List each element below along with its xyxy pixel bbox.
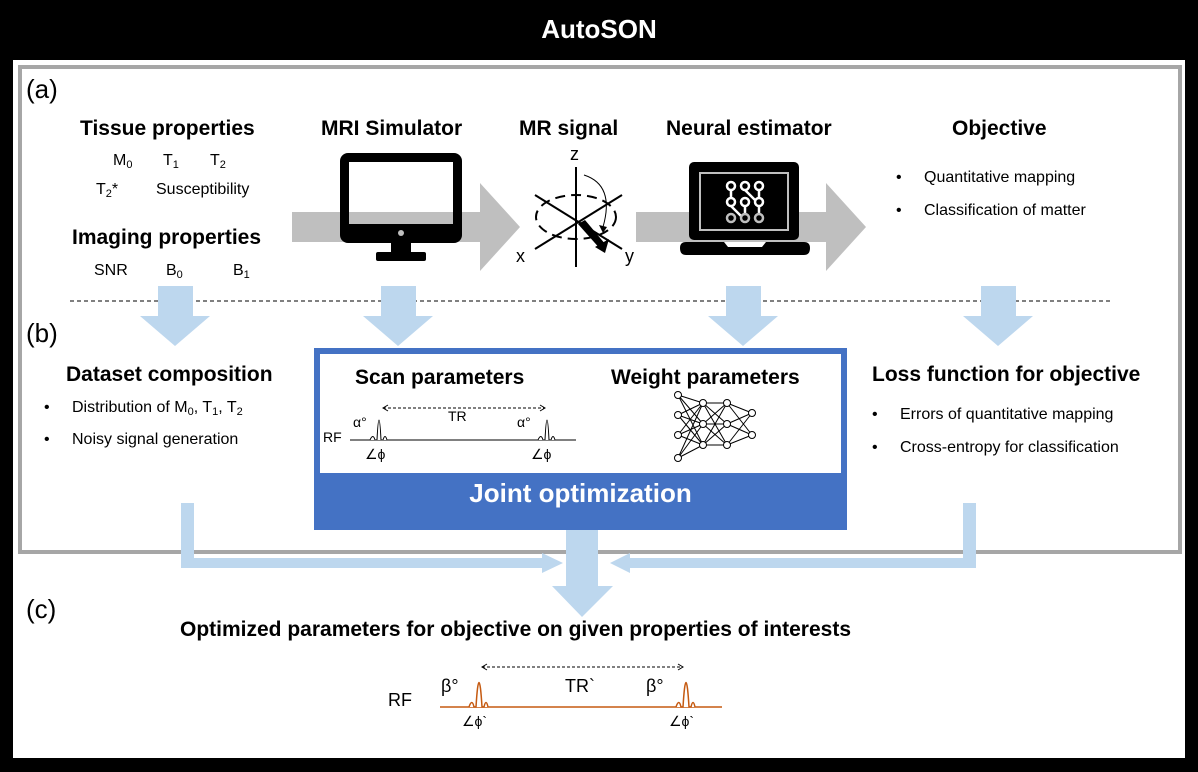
merge-arrow-left bbox=[181, 503, 563, 573]
nn-node bbox=[723, 441, 731, 449]
flip-angle-c-2: β° bbox=[646, 676, 664, 696]
tissue-t2: T2 bbox=[210, 152, 226, 171]
nn-edge bbox=[726, 434, 753, 446]
panel-label-a: (a) bbox=[26, 74, 58, 104]
down-arrow-scan bbox=[363, 286, 433, 346]
phase-b-2: ∠ϕ bbox=[531, 446, 552, 462]
rf-label-b: RF bbox=[323, 429, 342, 445]
joint-optimization-label: Joint optimization bbox=[469, 478, 692, 508]
nn-node bbox=[748, 409, 756, 417]
loss-heading: Loss function for objective bbox=[872, 363, 1141, 386]
laptop-neural-icon bbox=[680, 162, 810, 255]
nn-node bbox=[723, 399, 731, 407]
loss-bullet-2: •Cross-entropy for classification bbox=[872, 439, 1119, 456]
tr-label-c: TR` bbox=[565, 676, 595, 696]
nn-edge bbox=[702, 402, 728, 446]
nn-node bbox=[674, 411, 682, 419]
loss-bullet-1: •Errors of quantitative mapping bbox=[872, 406, 1114, 423]
dataset-bullet-2: •Noisy signal generation bbox=[44, 431, 239, 448]
dataset-bullet-1: •Distribution of M0, T1, T2 bbox=[44, 399, 243, 418]
objective-bullet-1: •Quantitative mapping bbox=[896, 169, 1076, 186]
rf-sequence-optimized bbox=[440, 663, 722, 708]
tr-label-b: TR bbox=[448, 408, 467, 424]
nn-edge bbox=[677, 423, 704, 459]
nn-edge bbox=[702, 423, 728, 446]
tissue-m0: M0 bbox=[113, 152, 133, 171]
nn-node bbox=[699, 441, 707, 449]
nn-node bbox=[699, 420, 707, 428]
nn-node bbox=[674, 454, 682, 462]
imaging-snr: SNR bbox=[94, 262, 128, 279]
axis-y-label: y bbox=[625, 246, 634, 266]
flip-angle-b-1: α° bbox=[353, 414, 367, 430]
dataset-heading: Dataset composition bbox=[66, 363, 273, 386]
objective-bullet-2: •Classification of matter bbox=[896, 202, 1086, 219]
nn-edge bbox=[677, 444, 704, 459]
axis-x-label: x bbox=[516, 246, 525, 266]
optimized-heading: Optimized parameters for objective on gi… bbox=[180, 618, 851, 641]
signal-heading: MR signal bbox=[519, 117, 619, 140]
nn-node bbox=[674, 431, 682, 439]
tissue-t2star: T2* bbox=[96, 181, 119, 200]
tissue-heading: Tissue properties bbox=[80, 117, 255, 140]
tissue-susceptibility: Susceptibility bbox=[156, 181, 250, 198]
rf-label-c: RF bbox=[388, 690, 412, 710]
objective-heading: Objective bbox=[952, 117, 1047, 140]
down-arrow-dataset bbox=[140, 286, 210, 346]
nn-edge bbox=[677, 402, 704, 436]
nn-node bbox=[723, 420, 731, 428]
monitor-icon bbox=[340, 153, 462, 261]
phase-c-1: ∠ϕ` bbox=[462, 713, 488, 729]
nn-node bbox=[748, 431, 756, 439]
nn-node bbox=[699, 399, 707, 407]
imaging-b0: B0 bbox=[166, 262, 183, 281]
rf-sequence-scan bbox=[350, 404, 576, 441]
nn-node bbox=[674, 391, 682, 399]
nn-edge bbox=[726, 412, 753, 425]
nn-edge bbox=[702, 402, 728, 425]
nn-edge bbox=[677, 434, 704, 446]
down-arrow-weight bbox=[708, 286, 778, 346]
nn-edge bbox=[677, 402, 704, 459]
merge-arrow-down bbox=[552, 530, 613, 617]
weight-heading: Weight parameters bbox=[611, 366, 800, 389]
magnetization-vector-icon bbox=[534, 167, 623, 267]
flip-angle-b-2: α° bbox=[517, 414, 531, 430]
panel-label-b: (b) bbox=[26, 318, 58, 348]
nn-edge bbox=[677, 394, 704, 404]
scan-heading: Scan parameters bbox=[355, 366, 525, 389]
nn-edge bbox=[726, 402, 753, 414]
neural-network-icon bbox=[674, 391, 756, 462]
phase-b-1: ∠ϕ bbox=[365, 446, 386, 462]
merge-arrow-right bbox=[610, 503, 976, 573]
panel-label-c: (c) bbox=[26, 594, 57, 624]
panel-ab-frame bbox=[18, 65, 1182, 554]
figure-title: AutoSON bbox=[541, 14, 657, 44]
flip-angle-c-1: β° bbox=[441, 676, 459, 696]
axis-z-label: z bbox=[570, 144, 579, 164]
simulator-heading: MRI Simulator bbox=[321, 117, 463, 140]
estimator-heading: Neural estimator bbox=[666, 117, 832, 140]
tissue-t1: T1 bbox=[163, 152, 179, 171]
imaging-heading: Imaging properties bbox=[72, 226, 262, 249]
down-arrow-loss bbox=[963, 286, 1033, 346]
nn-edge bbox=[726, 412, 753, 446]
nn-edge bbox=[677, 402, 704, 416]
phase-c-2: ∠ϕ` bbox=[669, 713, 695, 729]
imaging-b1: B1 bbox=[233, 262, 250, 281]
